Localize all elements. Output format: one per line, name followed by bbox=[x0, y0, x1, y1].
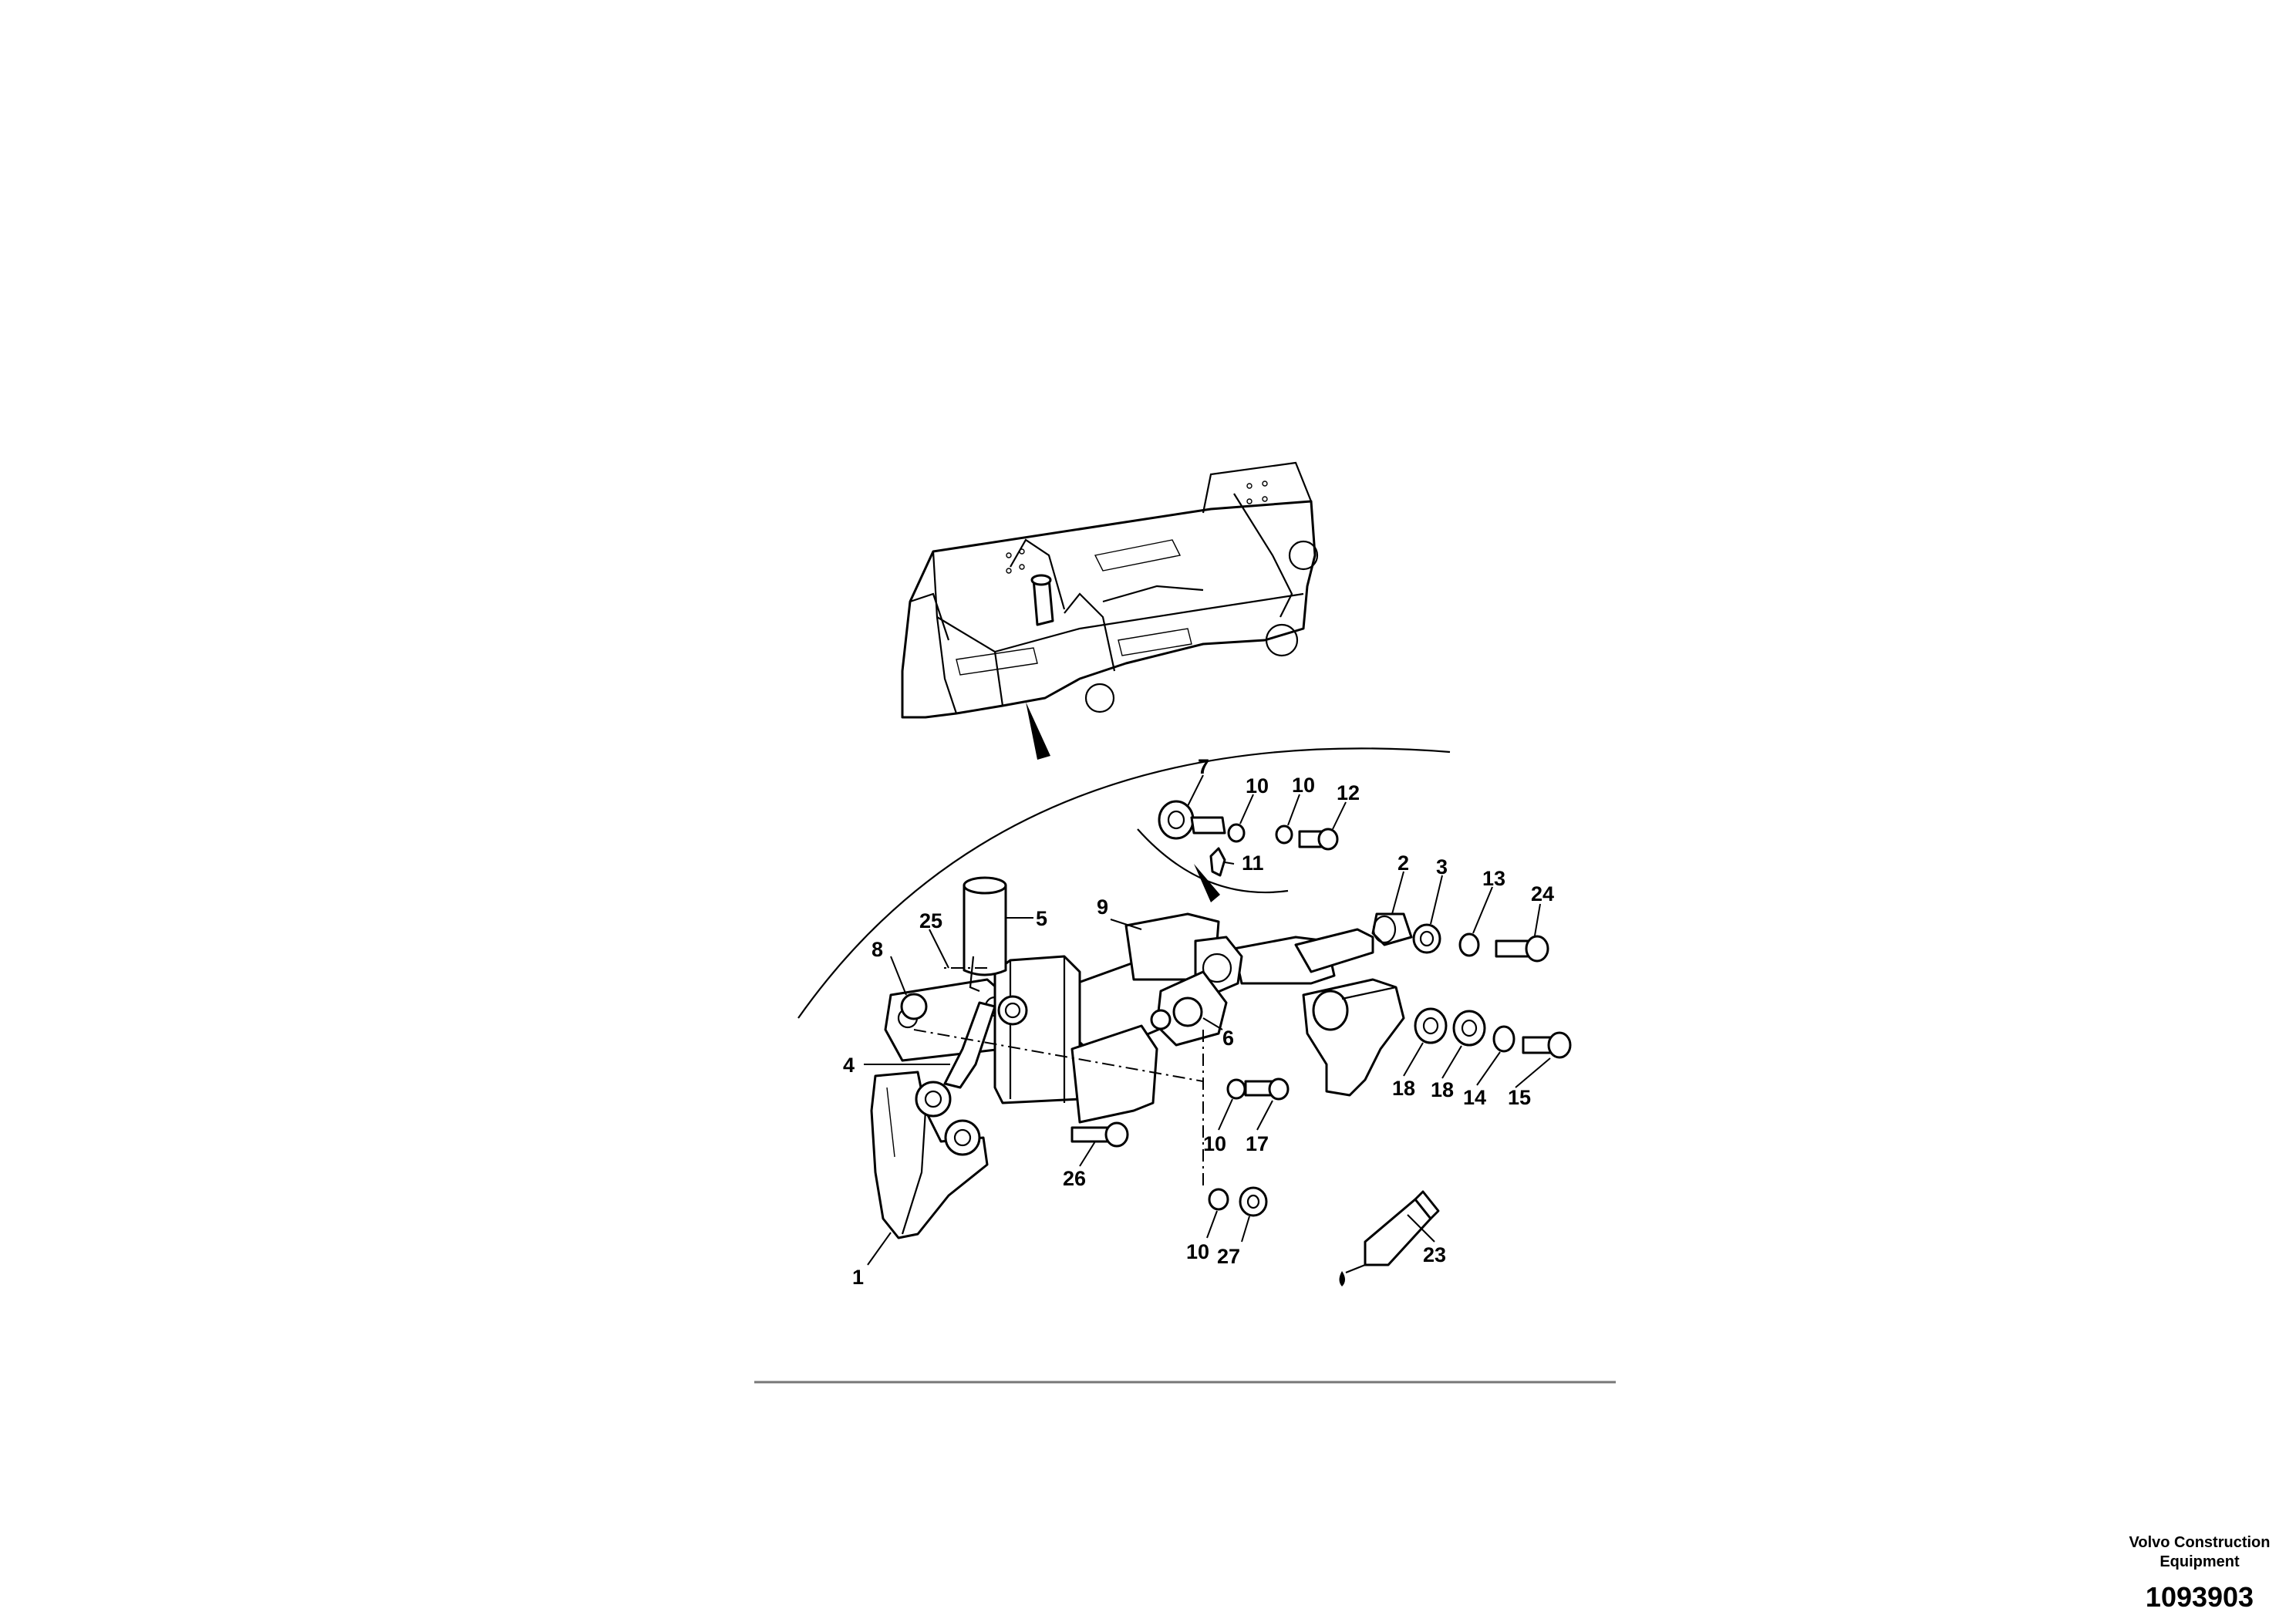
callout-10-middle: 10 bbox=[1203, 1132, 1226, 1155]
callout-7: 7 bbox=[1198, 755, 1209, 778]
callout-6: 6 bbox=[1222, 1027, 1234, 1050]
pin-7 bbox=[1158, 800, 1226, 840]
detail-arc bbox=[797, 747, 1451, 1019]
bracket-right bbox=[1302, 978, 1405, 1097]
nut-27 bbox=[1239, 1186, 1268, 1217]
washer-10d bbox=[1208, 1188, 1229, 1211]
bushing-3 bbox=[1412, 923, 1441, 954]
washer-10b bbox=[1275, 824, 1293, 845]
callout-labels: 7 10 10 12 11 2 3 13 24 9 5 25 8 6 4 18 … bbox=[843, 755, 1554, 1289]
callout-9: 9 bbox=[1097, 895, 1108, 919]
callout-25: 25 bbox=[919, 909, 942, 932]
callout-13: 13 bbox=[1482, 867, 1505, 890]
bolt-17 bbox=[1244, 1077, 1290, 1101]
cylinder bbox=[993, 912, 1374, 1124]
callout-18-left: 18 bbox=[1392, 1077, 1415, 1100]
illustration-number: 1093903 bbox=[2145, 1581, 2254, 1613]
tube-5 bbox=[963, 876, 1007, 993]
washer-13 bbox=[1458, 932, 1480, 957]
callout-23: 23 bbox=[1423, 1243, 1446, 1266]
pointer-arrow-small bbox=[1194, 864, 1220, 902]
callout-18-right: 18 bbox=[1431, 1078, 1454, 1101]
leader-lines bbox=[864, 774, 1551, 1266]
washer-10a bbox=[1227, 823, 1246, 843]
washer-10c bbox=[1226, 1078, 1246, 1100]
bolt-15 bbox=[1522, 1031, 1572, 1059]
washer-14 bbox=[1492, 1025, 1515, 1053]
callout-11: 11 bbox=[1242, 851, 1264, 875]
callout-3: 3 bbox=[1436, 855, 1448, 878]
callout-27: 27 bbox=[1217, 1245, 1240, 1268]
callout-5: 5 bbox=[1036, 907, 1047, 930]
callout-26: 26 bbox=[1063, 1167, 1086, 1190]
frame-overview bbox=[901, 461, 1319, 719]
callout-10-top-left: 10 bbox=[1246, 774, 1269, 798]
company-line-1: Volvo Construction bbox=[2129, 1534, 2271, 1551]
company-line-2: Equipment bbox=[2159, 1553, 2240, 1570]
bushing-18a bbox=[1414, 1007, 1448, 1044]
bushing-2 bbox=[1371, 912, 1413, 946]
callout-15: 15 bbox=[1508, 1086, 1531, 1109]
callout-8: 8 bbox=[872, 938, 883, 961]
callout-10-bottom: 10 bbox=[1186, 1240, 1209, 1263]
bolt-26 bbox=[1070, 1121, 1129, 1148]
mount-6 bbox=[1150, 970, 1228, 1047]
callout-24: 24 bbox=[1531, 882, 1554, 905]
lock-11 bbox=[1209, 847, 1226, 877]
callout-17: 17 bbox=[1246, 1132, 1269, 1155]
company-name: Volvo Construction Equipment bbox=[2111, 1533, 2288, 1572]
callout-14: 14 bbox=[1463, 1086, 1486, 1109]
grease-tube-23 bbox=[1339, 1190, 1440, 1286]
left-mount bbox=[900, 993, 1028, 1156]
callout-1: 1 bbox=[852, 1266, 864, 1289]
bushing-18b bbox=[1452, 1010, 1486, 1047]
bolt-24 bbox=[1495, 935, 1549, 963]
callout-12: 12 bbox=[1337, 781, 1360, 804]
callout-2: 2 bbox=[1397, 851, 1409, 875]
bolt-12 bbox=[1298, 828, 1339, 851]
callout-10-top-right: 10 bbox=[1292, 774, 1315, 797]
centerline-a bbox=[913, 1029, 1204, 1082]
callout-4: 4 bbox=[843, 1054, 855, 1077]
pointer-arrow bbox=[1026, 702, 1050, 760]
